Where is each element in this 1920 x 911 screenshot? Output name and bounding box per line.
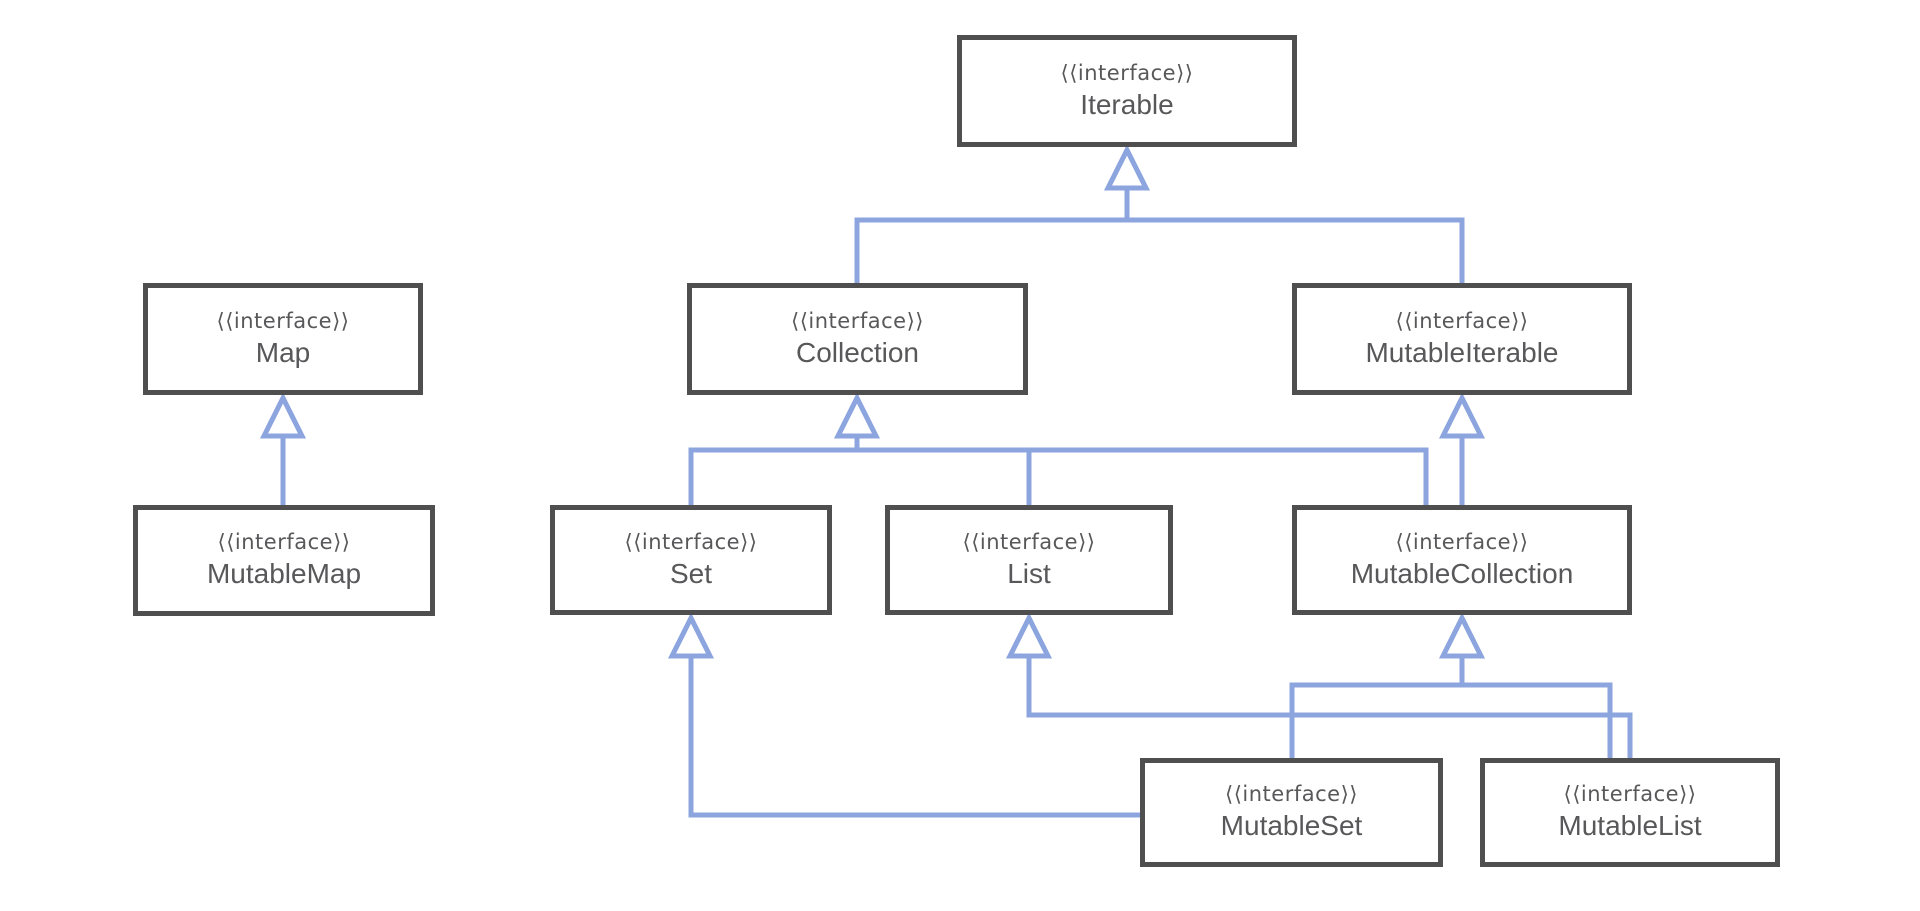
node-mutable-iterable: ⟨⟨interface⟩⟩ MutableIterable <box>1292 283 1632 395</box>
interface-name: Map <box>255 336 311 368</box>
arrowhead-collection <box>833 392 881 439</box>
edge-set-list-mutablecollection-to-collection <box>688 436 1429 505</box>
stereotype-label: ⟨⟨interface⟩⟩ <box>624 529 758 554</box>
stereotype-label: ⟨⟨interface⟩⟩ <box>217 530 351 555</box>
interface-name: List <box>1007 557 1051 589</box>
node-collection: ⟨⟨interface⟩⟩ Collection <box>687 283 1028 395</box>
stereotype-label: ⟨⟨interface⟩⟩ <box>1395 529 1529 554</box>
interface-name: Collection <box>796 336 919 368</box>
stereotype-label: ⟨⟨interface⟩⟩ <box>1563 782 1697 807</box>
interface-name: MutableSet <box>1220 810 1363 842</box>
stereotype-label: ⟨⟨interface⟩⟩ <box>1395 308 1529 333</box>
stereotype-label: ⟨⟨interface⟩⟩ <box>1060 60 1194 85</box>
node-mutable-collection: ⟨⟨interface⟩⟩ MutableCollection <box>1292 505 1632 615</box>
edge-mutableset-to-set <box>688 656 1140 818</box>
edge-mutableset-mutablelist-to-mutablecollection <box>1289 656 1613 758</box>
node-set: ⟨⟨interface⟩⟩ Set <box>550 505 832 615</box>
interface-name: MutableMap <box>206 558 362 590</box>
node-mutable-list: ⟨⟨interface⟩⟩ MutableList <box>1480 758 1780 867</box>
node-iterable: ⟨⟨interface⟩⟩ Iterable <box>957 35 1297 147</box>
node-mutable-map: ⟨⟨interface⟩⟩ MutableMap <box>133 505 435 616</box>
stereotype-label: ⟨⟨interface⟩⟩ <box>1225 782 1358 807</box>
edge-mutablelist-to-list <box>1026 656 1633 758</box>
node-list: ⟨⟨interface⟩⟩ List <box>885 505 1173 615</box>
interface-name: MutableCollection <box>1350 557 1574 589</box>
stereotype-label: ⟨⟨interface⟩⟩ <box>962 529 1096 554</box>
interface-name: Set <box>669 557 713 589</box>
stereotype-label: ⟨⟨interface⟩⟩ <box>791 308 924 333</box>
arrowhead-mutablecollection <box>1438 612 1486 659</box>
edge-collection-mutableiterable-to-iterable <box>854 188 1465 283</box>
arrowhead-set <box>667 612 715 659</box>
arrowhead-list <box>1005 612 1053 659</box>
arrowhead-mutableiterable <box>1438 392 1486 439</box>
arrowhead-iterable <box>1103 144 1151 191</box>
interface-name: MutableList <box>1558 810 1702 842</box>
stereotype-label: ⟨⟨interface⟩⟩ <box>216 308 350 333</box>
node-map: ⟨⟨interface⟩⟩ Map <box>143 283 423 395</box>
node-mutable-set: ⟨⟨interface⟩⟩ MutableSet <box>1140 758 1443 867</box>
interface-name: Iterable <box>1080 88 1174 120</box>
interface-name: MutableIterable <box>1365 336 1559 368</box>
arrowhead-map <box>259 392 307 439</box>
